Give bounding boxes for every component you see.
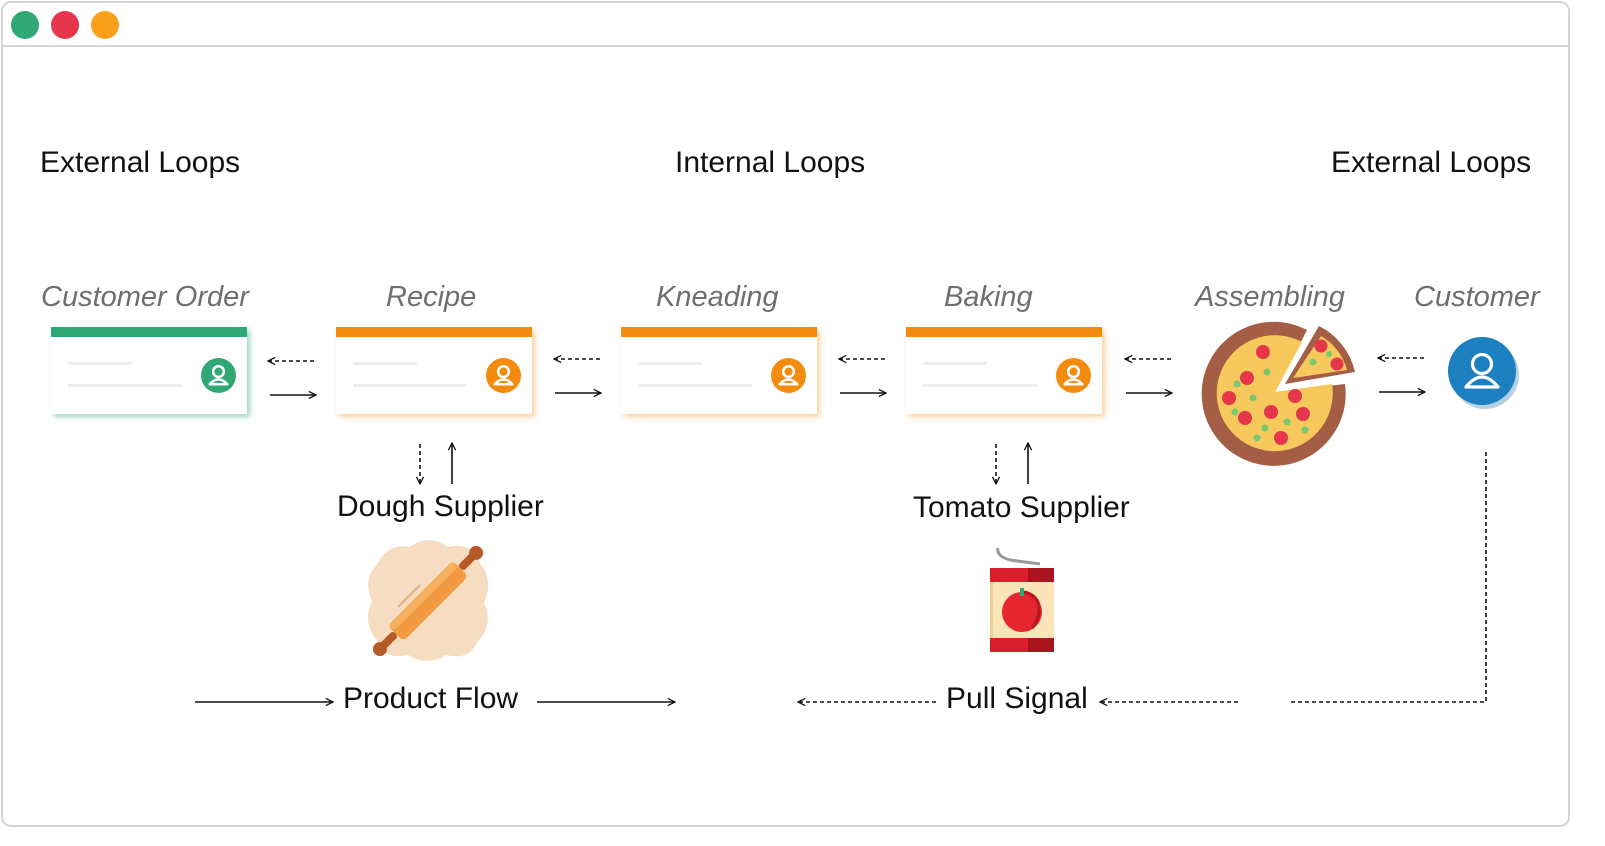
pull-signal-label: Pull Signal: [946, 682, 1088, 715]
user-icon: [771, 358, 806, 393]
stage-arrows: [268, 358, 1425, 395]
window-maximize-control[interactable]: [91, 11, 119, 39]
legend-lines: [195, 452, 1487, 703]
user-icon: [1056, 358, 1091, 393]
stage-label-customer: Customer: [1414, 281, 1540, 313]
stage-label-customer-order: Customer Order: [41, 281, 249, 313]
baking-card: [906, 327, 1102, 414]
product-flow-label: Product Flow: [343, 682, 519, 715]
stage-label-baking: Baking: [944, 281, 1033, 313]
customer-order-card: [51, 327, 247, 414]
customer-pull-path: [1290, 452, 1487, 703]
user-icon: [486, 358, 521, 393]
kneading-card: [621, 327, 817, 414]
stage-label-kneading: Kneading: [656, 281, 779, 313]
heading-external-loops-left: External Loops: [40, 146, 241, 179]
recipe-card: [336, 327, 532, 414]
dough-supplier-label: Dough Supplier: [337, 490, 544, 523]
heading-internal-loops: Internal Loops: [675, 146, 866, 179]
supplier-arrows: [420, 443, 1028, 484]
tomato-supplier-label: Tomato Supplier: [913, 491, 1130, 524]
rolling-pin-dough-icon: [367, 540, 489, 661]
stage-label-assembling: Assembling: [1195, 281, 1345, 313]
tomato-can-icon: [990, 547, 1054, 652]
stage-label-recipe: Recipe: [386, 281, 477, 313]
heading-external-loops-right: External Loops: [1331, 146, 1532, 179]
window-close-control[interactable]: [11, 11, 39, 39]
user-card-icon: [201, 358, 236, 393]
window-titlebar: [3, 3, 1568, 47]
window-minimize-control[interactable]: [51, 11, 79, 39]
user-circle-icon: [1448, 337, 1519, 409]
pizza-icon: [1201, 321, 1355, 466]
